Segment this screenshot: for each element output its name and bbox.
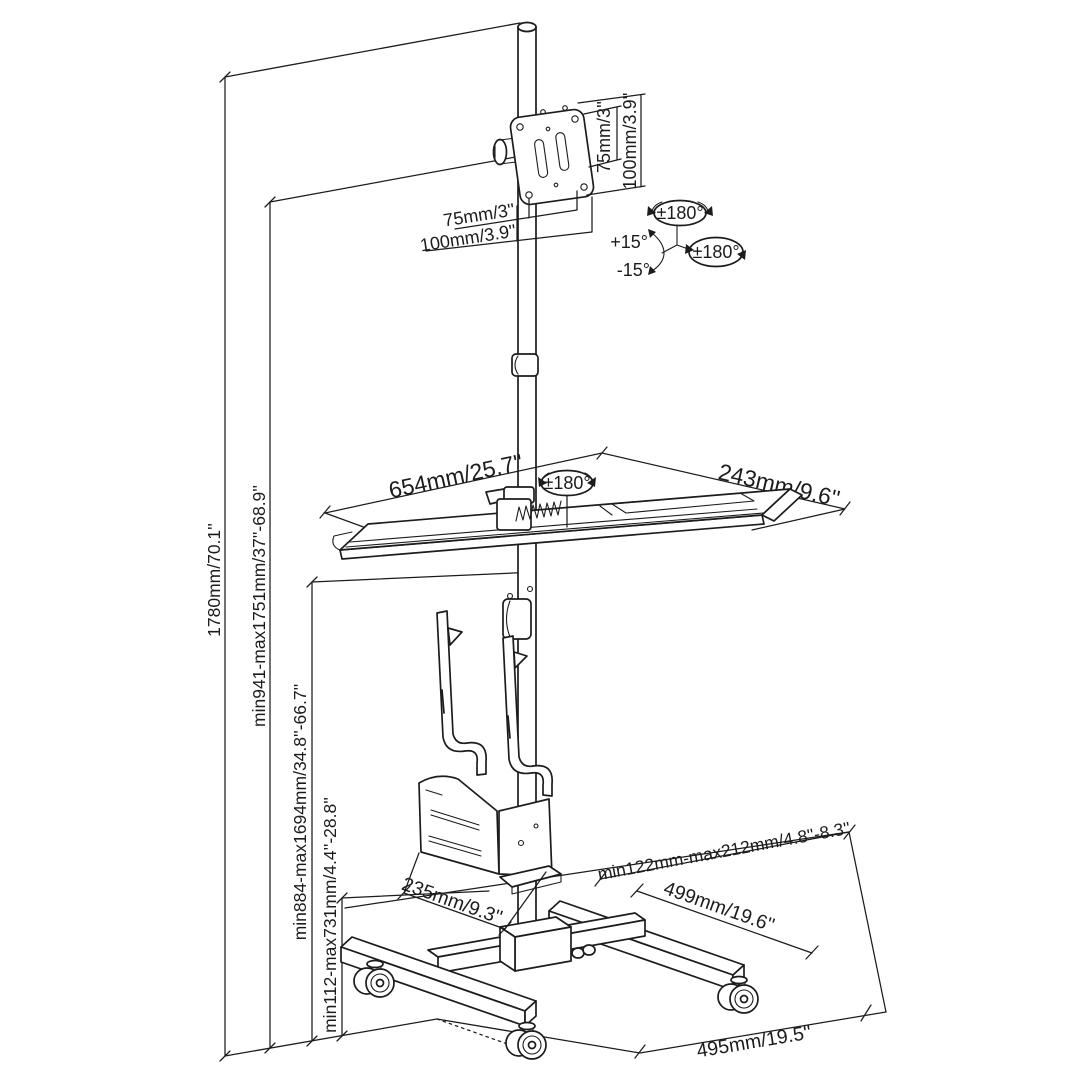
cable-clip-upper: [511, 353, 539, 377]
vesa-height-100-lines: [577, 93, 646, 196]
vesa-plate-body: [509, 108, 595, 206]
cpu-front-panel: [418, 775, 500, 875]
vesa-slot: [534, 139, 549, 178]
arrow-icon: [704, 206, 713, 216]
height-dimension-wall: 1780mm/70.1'' min941-max1751mm/37''-68.9…: [204, 22, 537, 1062]
floor-ticks: [634, 1004, 872, 1059]
cpu-depth-label: 235mm/9.3'': [399, 873, 505, 929]
cable-clip-lower: [502, 598, 532, 640]
mousepad-area: [599, 492, 755, 516]
vesa-small-hole: [553, 182, 559, 188]
tray-height-label: min884-max1694mm/34.8''-66.7'': [290, 684, 310, 941]
tray-end-lip: [761, 488, 803, 522]
tilt-up-label: +15°: [610, 232, 648, 252]
tray-mount-block: [496, 498, 532, 531]
base-width-label: 495mm/19.5'': [695, 1022, 813, 1063]
tilt-arc: [651, 232, 665, 272]
cpu-strap-right-hook: [513, 651, 528, 669]
vesa-hole: [525, 191, 533, 199]
rotation-side-label: ±180°: [692, 242, 739, 262]
cpu-side-panel: [498, 798, 553, 877]
tray-left-tip: [332, 531, 353, 551]
vesa-hole: [580, 183, 588, 191]
cpu-strap-left-hook: [447, 627, 463, 646]
vesa-top-screw: [562, 105, 568, 111]
arrow-icon: [647, 206, 656, 216]
vesa-height-75-lines: [583, 105, 622, 168]
cpu-panel-hole: [533, 823, 539, 829]
cpu-holder: [418, 610, 562, 895]
vesa-hole: [571, 115, 579, 123]
cable-clip-lower-curve: [505, 600, 511, 638]
floor-outline: [344, 831, 887, 1054]
arrow-icon: [685, 244, 694, 254]
rotation-tray-label: ±180°: [543, 473, 590, 493]
pole-housing-left: [499, 926, 516, 972]
cpu-depth-dim: [397, 852, 547, 936]
tray-bolt: [506, 592, 514, 600]
vesa-width-75-lines: [454, 190, 578, 230]
base-leg-label: 499mm/19.6'': [661, 877, 778, 936]
monitor-height-label: min941-max1751mm/37''-68.9'': [249, 485, 269, 727]
monitor-height-leader: [269, 155, 522, 203]
arrow-icon: [538, 477, 547, 487]
arrow-icon: [737, 250, 746, 260]
tray-height-leader: [311, 571, 537, 583]
tilt-down-label: -15°: [617, 260, 650, 280]
vesa-width-100-lines: [425, 196, 593, 252]
tray-plane-ticks: [319, 446, 851, 519]
cpu-width-dim: [594, 824, 856, 887]
rotation-top-label: ±180°: [656, 203, 703, 223]
pole-body: [518, 27, 536, 932]
tension-spring: [515, 500, 562, 522]
floor-hidden-edge: [436, 1018, 514, 1047]
rear-caster-partial: [582, 944, 596, 956]
cpu-panel-hole: [517, 839, 525, 847]
cpu-width-label: min122mm-max212mm/4.8''-8.3'': [596, 818, 852, 884]
vesa-height-100-label: 100mm/3.9'': [620, 93, 640, 190]
cpu-height-leader: [341, 890, 490, 899]
tray-bolt: [526, 585, 534, 593]
arrow-icon: [648, 229, 656, 238]
wall-outline: [224, 22, 521, 1057]
vesa-hole: [516, 123, 524, 131]
total-height-label: 1780mm/70.1'': [204, 523, 224, 637]
cpu-strap-left-slot: [441, 689, 445, 714]
cpu-foot-front: [511, 873, 562, 895]
caster-front-left: [505, 1021, 547, 1060]
vesa-small-hole: [545, 126, 551, 132]
cpu-strap-right: [502, 635, 553, 797]
vesa-plate: [492, 105, 595, 206]
pole-cap: [517, 21, 537, 33]
floor-plane: [344, 831, 887, 1059]
keyboard-tray: ±180°: [332, 469, 803, 600]
cpu-strap-right-slot: [507, 715, 511, 739]
dimension-ticks: [219, 71, 348, 1062]
rotation-indicator: ±180° +15° -15° ±180°: [610, 199, 746, 280]
vesa-height-75-label: 75mm/3'': [594, 101, 614, 173]
cpu-strap-left: [436, 610, 487, 776]
base-leg-dim: [630, 883, 819, 960]
arrow-icon: [648, 266, 656, 275]
vesa-slot: [555, 132, 570, 171]
palm-rest-lines: [345, 508, 765, 548]
cpu-height-label: min112-max731mm/4.4''-28.8'': [320, 797, 340, 1033]
base-frame: [340, 900, 759, 1060]
cpu-panel-slots: [425, 789, 482, 857]
cable-clip-upper-curve: [514, 355, 519, 375]
arrow-icon: [587, 477, 596, 487]
